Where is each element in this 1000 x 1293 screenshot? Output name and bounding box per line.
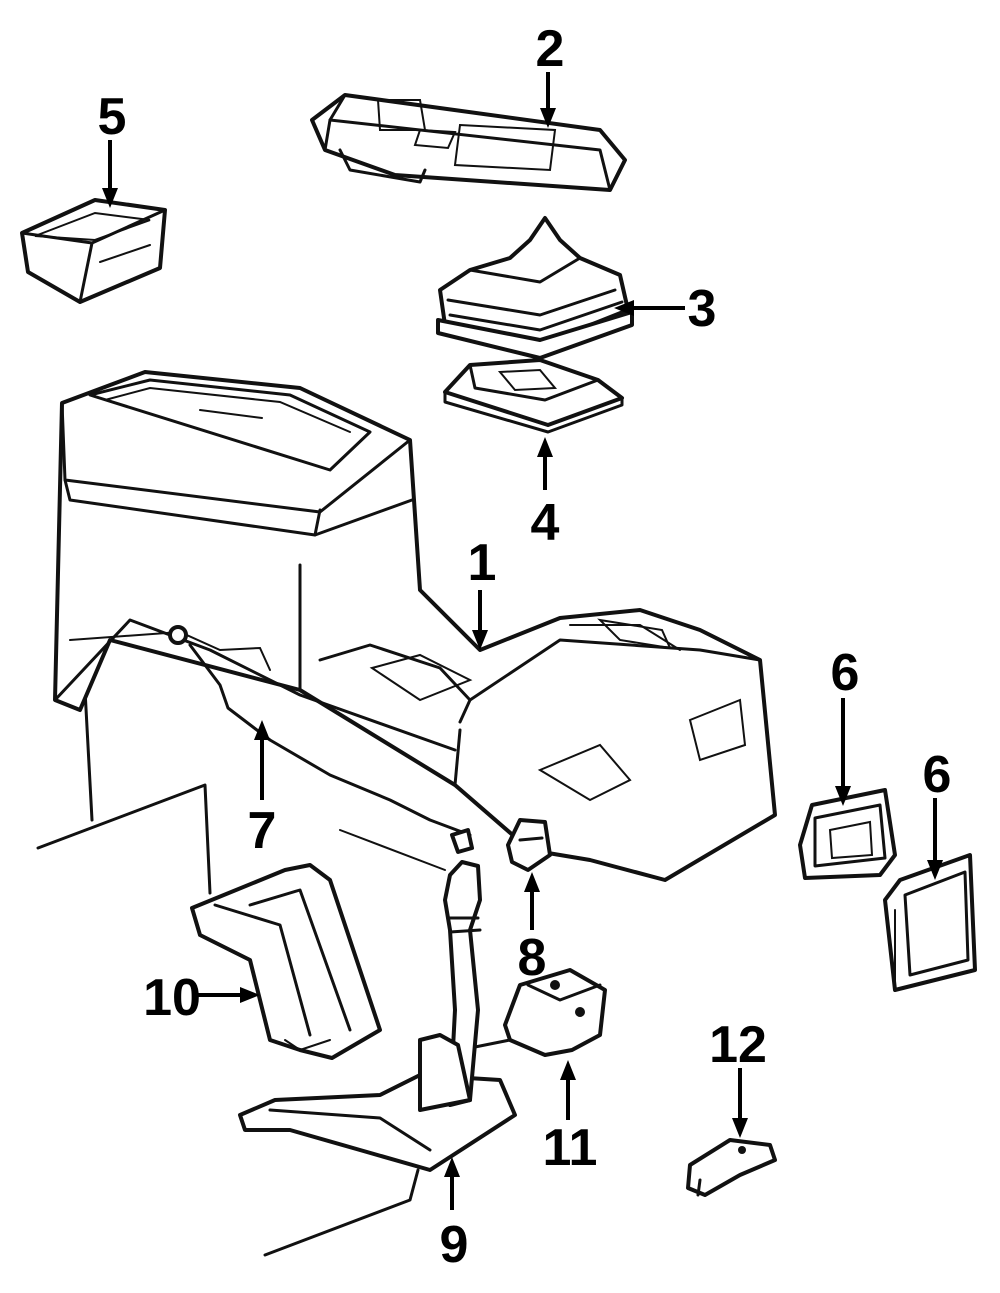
part-6-bezel-upper (798, 788, 897, 880)
floor-outline (36, 688, 446, 1257)
callout-2: 2 (536, 20, 565, 78)
callout-4: 4 (531, 494, 560, 552)
part-6-bezel-lower (883, 853, 977, 992)
leader-lines (102, 72, 943, 1210)
part-4-boot-retainer (443, 358, 624, 434)
callout-8: 8 (518, 929, 547, 987)
part-3-shift-boot (436, 216, 634, 360)
part-11-shifter-mount (468, 968, 607, 1057)
part-9-shifter-assembly (238, 860, 517, 1172)
callout-12: 12 (709, 1016, 767, 1074)
part-10-support-bracket (190, 863, 382, 1060)
callout-7: 7 (248, 802, 277, 860)
callout-5: 5 (98, 88, 127, 146)
part-12-bracket (686, 1138, 777, 1197)
callout-10: 10 (143, 969, 201, 1027)
part-1-console-body (53, 370, 777, 882)
part-8-clip (506, 818, 552, 872)
callout-1: 1 (468, 534, 497, 592)
callout-3: 3 (688, 280, 717, 338)
callout-11: 11 (543, 1119, 598, 1177)
callout-6-lower: 6 (923, 746, 952, 804)
part-7-cable (53, 618, 474, 854)
part-5-storage-tray (20, 198, 167, 304)
callout-9: 9 (440, 1216, 469, 1274)
callout-6-upper: 6 (831, 644, 860, 702)
callout-labels: 1 2 3 4 5 6 6 7 8 9 10 11 12 (98, 20, 952, 1274)
part-2-console-top-plate (310, 93, 627, 192)
